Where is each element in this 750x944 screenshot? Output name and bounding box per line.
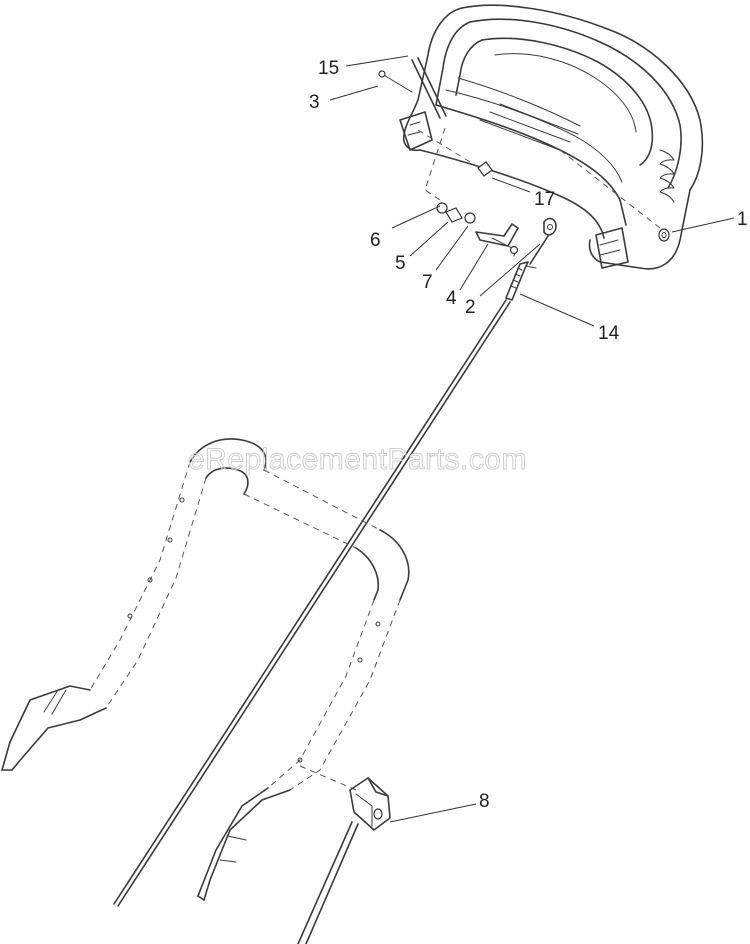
callout-15: 15 bbox=[318, 58, 339, 79]
callout-17: 17 bbox=[534, 189, 555, 210]
callout-3: 3 bbox=[309, 92, 320, 113]
assembly-line bbox=[417, 129, 481, 169]
hardware-5-spacer bbox=[445, 207, 463, 223]
callout-6: 6 bbox=[370, 230, 381, 251]
assembly-line bbox=[424, 127, 446, 201]
callout-1: 1 bbox=[737, 209, 748, 230]
callout-2: 2 bbox=[465, 297, 476, 318]
callout-8: 8 bbox=[479, 791, 490, 812]
leader-lines bbox=[329, 55, 735, 823]
control-switch bbox=[297, 765, 391, 944]
control-cable bbox=[113, 235, 549, 907]
watermark: eReplacementParts.com bbox=[188, 443, 527, 476]
hardware-2-cable-end bbox=[543, 217, 557, 236]
callout-7: 7 bbox=[422, 272, 433, 293]
bag-frame-assembly bbox=[378, 4, 704, 270]
hardware-17 bbox=[477, 161, 493, 177]
callout-5: 5 bbox=[395, 253, 406, 274]
callout-4: 4 bbox=[446, 288, 457, 309]
hardware-6-nut bbox=[436, 202, 448, 214]
hardware-1-nut bbox=[658, 228, 670, 242]
hardware-7-washer bbox=[464, 212, 476, 224]
hardware-4-lever bbox=[475, 223, 519, 257]
callout-14: 14 bbox=[598, 323, 620, 344]
callouts: 15 3 17 1 6 5 7 4 2 14 8 bbox=[309, 58, 748, 812]
handle-tube bbox=[1, 438, 410, 901]
spring bbox=[659, 149, 675, 203]
